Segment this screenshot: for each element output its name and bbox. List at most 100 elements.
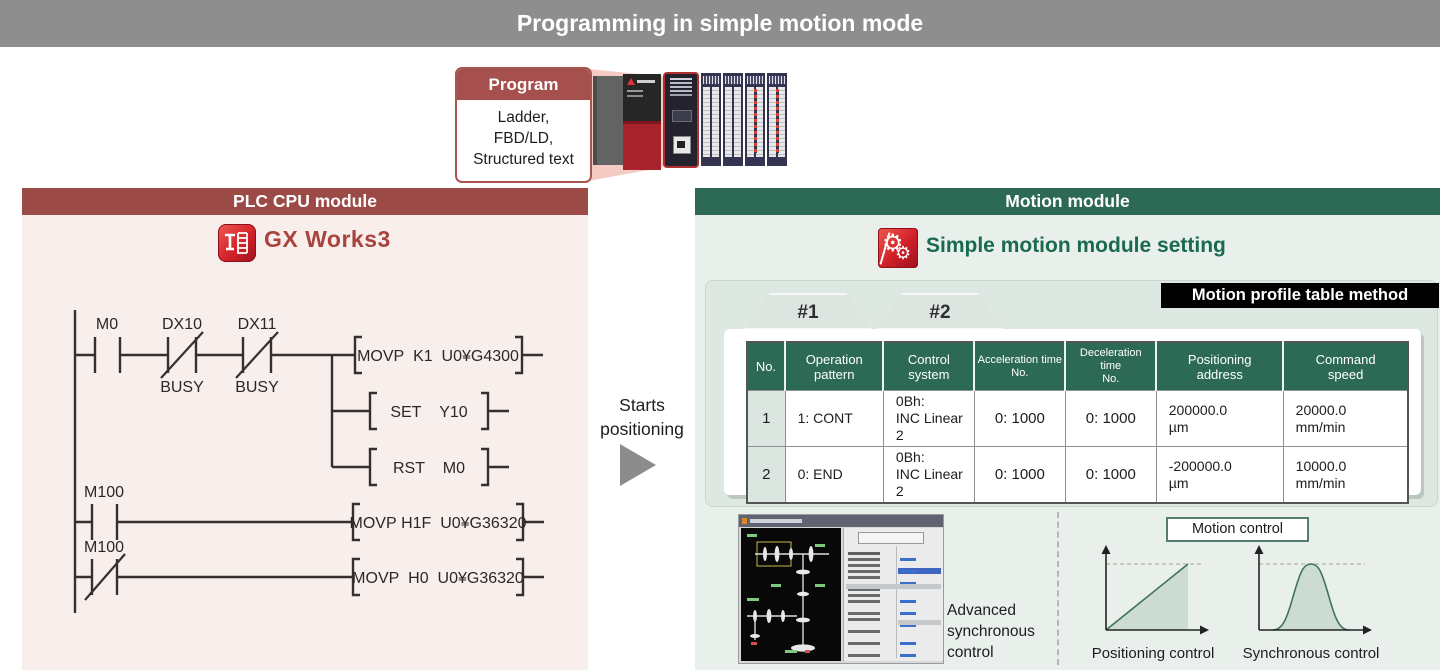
cell-positioning-address: 200000.0 µm [1155, 390, 1284, 447]
method-badge: Motion profile table method [1161, 283, 1439, 308]
cell-control-system: 0Bh: INC Linear 2 [882, 446, 975, 504]
motion-module-highlighted [663, 72, 699, 168]
simple-motion-icon: ⚙ ⚙ [878, 228, 918, 268]
io-module [767, 73, 787, 166]
tab-1[interactable]: #1 [744, 293, 872, 330]
contact-state-label: BUSY [235, 379, 279, 396]
motion-panel-header: Motion module [695, 188, 1440, 215]
io-module [701, 73, 721, 166]
instruction-movp: MOVP H0 U0¥G36320 [352, 570, 524, 587]
starts-positioning-label: Starts positioning [586, 393, 698, 441]
io-module [723, 73, 743, 166]
positioning-control-graph [1101, 545, 1209, 635]
cpu-red-cover [623, 121, 661, 170]
cell-no: 1 [746, 390, 786, 447]
cell-positioning-address: -200000.0 µm [1155, 446, 1284, 504]
cell-deceleration-time: 0: 1000 [1064, 390, 1157, 447]
table-row: 2 0: END 0Bh: INC Linear 2 0: 1000 0: 10… [746, 446, 1409, 504]
module-switch-panel [672, 110, 692, 122]
cell-control-system: 0Bh: INC Linear 2 [882, 390, 975, 447]
cell-acceleration-time: 0: 1000 [973, 390, 1066, 447]
drivetrain-canvas [741, 528, 841, 661]
cell-operation-pattern: 1: CONT [784, 390, 884, 447]
flow-arrow-icon [620, 444, 656, 486]
gx-works3-label: GX Works3 [264, 226, 391, 252]
flow-label-line: positioning [600, 419, 684, 439]
gear-icon: ⚙ [895, 243, 912, 263]
tab-2[interactable]: #2 [876, 293, 1004, 330]
io-module [745, 73, 765, 166]
synchronous-control-graph [1254, 545, 1372, 635]
motion-control-box: Motion control [1166, 517, 1309, 542]
sync-control-screenshot [738, 514, 944, 664]
dashed-separator [1057, 512, 1059, 665]
parameter-tree-panel [843, 528, 943, 661]
page-title-bar: Programming in simple motion mode [0, 0, 1440, 47]
column-divider [896, 546, 897, 658]
profile-table-sheet: No. Operation pattern Control system Acc… [724, 329, 1421, 504]
power-module [593, 76, 627, 165]
cell-acceleration-time: 0: 1000 [973, 446, 1066, 504]
tree-item-text [848, 552, 880, 555]
advanced-sync-caption: Advanced synchronous control [947, 600, 1035, 663]
section-row [898, 620, 941, 625]
contact-label: M0 [96, 316, 118, 333]
motion-profile-card: Motion profile table method #1 #2 No. Op… [705, 280, 1439, 507]
plc-panel-header: PLC CPU module [22, 188, 588, 215]
col-positioning-address: Positioning address [1156, 342, 1285, 391]
section-row [846, 584, 941, 589]
col-deceleration-time: Deceleration time No. [1065, 342, 1158, 391]
graph1-caption: Positioning control [1091, 645, 1215, 662]
program-box: Program Ladder, FBD/LD, Structured text [455, 67, 592, 183]
contact-label: DX10 [162, 316, 202, 333]
contact-label: M100 [84, 539, 124, 556]
value-links [900, 558, 916, 561]
instruction-movp: MOVP H1F U0¥G36320 [350, 515, 527, 532]
cell-operation-pattern: 0: END [784, 446, 884, 504]
ladder-diagram: M0 DX10 DX11 BUSY BUSY MOVP K1 U0¥G4300 … [73, 310, 544, 613]
graph2-caption: Synchronous control [1242, 645, 1380, 662]
program-language: Structured text [473, 151, 574, 168]
col-control-system: Control system [883, 342, 976, 391]
selected-row [898, 568, 941, 574]
screenshot-button [858, 532, 924, 544]
mitsubishi-logo-icon [627, 78, 635, 85]
table-row: 1 1: CONT 0Bh: INC Linear 2 0: 1000 0: 1… [746, 390, 1409, 447]
window-title-text [750, 519, 802, 523]
program-language: Ladder, [497, 109, 550, 126]
contact-label: DX11 [238, 316, 277, 333]
col-acceleration-time: Acceleration time No. [974, 342, 1067, 391]
caption-line: Advanced [947, 602, 1016, 619]
screenshot-titlebar [739, 515, 943, 527]
program-box-body: Ladder, FBD/LD, Structured text [457, 100, 590, 170]
contact-state-label: BUSY [160, 379, 204, 396]
instruction-rst: RST M0 [393, 460, 465, 477]
cell-command-speed: 20000.0 mm/min [1282, 390, 1409, 447]
col-no: No. [747, 342, 787, 391]
col-command-speed: Command speed [1283, 342, 1408, 391]
caption-line: control [947, 644, 994, 661]
ethernet-port [673, 136, 691, 154]
simple-motion-label: Simple motion module setting [926, 234, 1226, 257]
caption-line: synchronous [947, 623, 1035, 640]
instruction-set: SET Y10 [390, 404, 467, 421]
program-box-header: Program [457, 69, 590, 100]
cell-deceleration-time: 0: 1000 [1064, 446, 1157, 504]
motion-profile-table: No. Operation pattern Control system Acc… [746, 341, 1409, 504]
col-operation-pattern: Operation pattern [785, 342, 885, 391]
cell-command-speed: 10000.0 mm/min [1282, 446, 1409, 504]
cpu-label-lines [627, 90, 643, 92]
instruction-movp: MOVP K1 U0¥G4300 [357, 348, 519, 365]
program-language: FBD/LD, [493, 130, 554, 147]
page-title: Programming in simple motion mode [516, 10, 924, 36]
cpu-module [623, 74, 661, 170]
plc-hardware-photo [593, 72, 791, 170]
table-header-row: No. Operation pattern Control system Acc… [747, 342, 1408, 391]
logo-text [637, 80, 655, 83]
cell-no: 2 [746, 446, 786, 504]
gx-works3-icon [218, 224, 256, 262]
window-icon [742, 518, 747, 524]
flow-label-line: Starts [619, 395, 665, 415]
module-label-lines [670, 78, 692, 80]
